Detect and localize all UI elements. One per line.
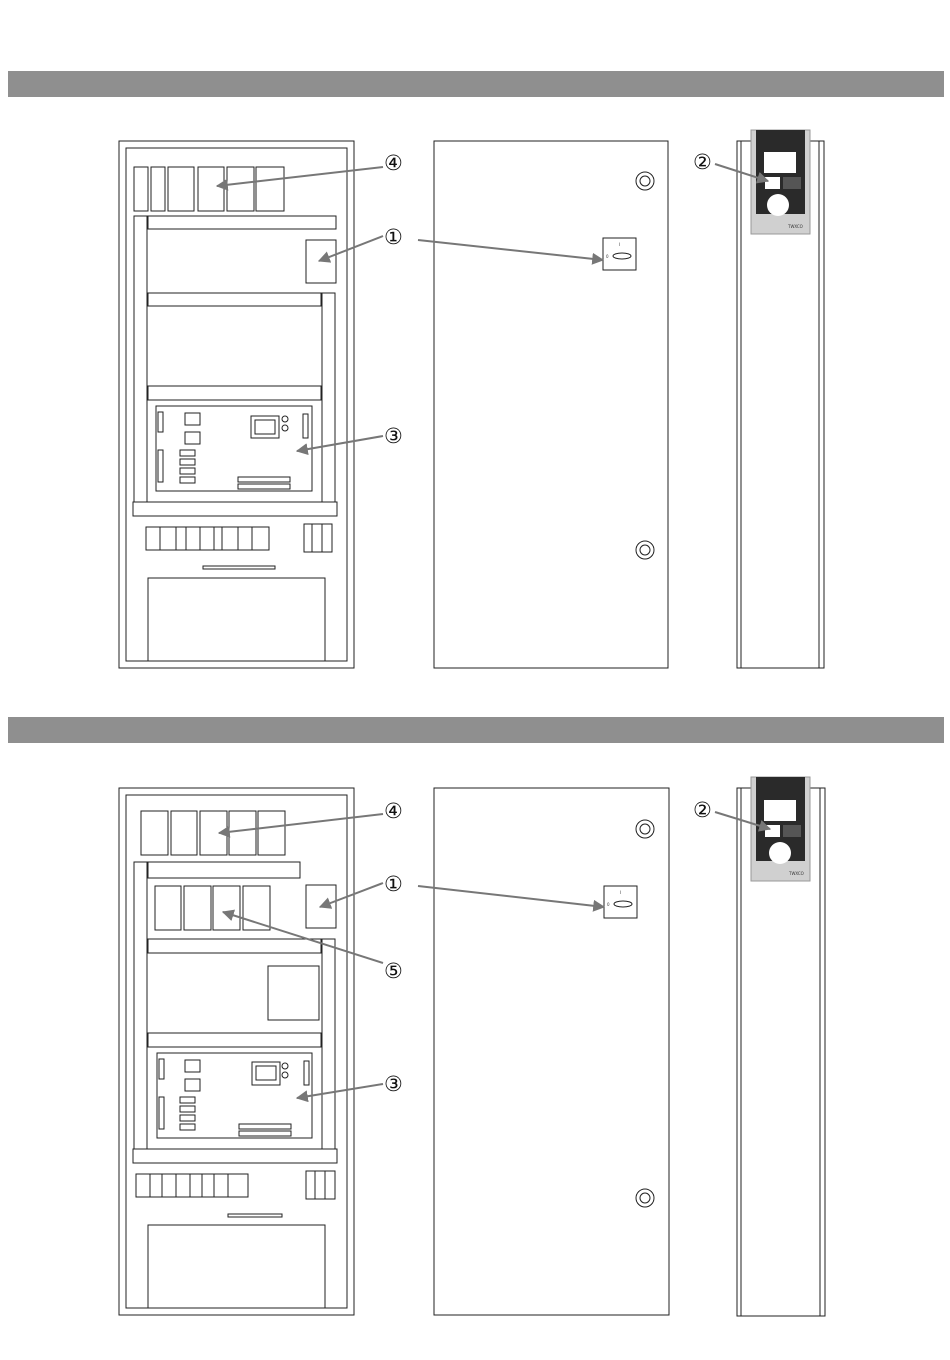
- section-1: I 0 TWXCO ④ ① ③ ②: [119, 130, 824, 668]
- callout-arrows-1: [217, 164, 768, 451]
- callout-5-s2: ⑤: [384, 959, 403, 983]
- callout-3-s2: ③: [384, 1072, 403, 1096]
- cabinet-side-2: [737, 777, 825, 1316]
- callout-4-s1: ④: [384, 151, 403, 175]
- cabinet-side-1: [737, 130, 824, 668]
- callout-arrows-2: [219, 812, 770, 1098]
- cabinet-door-1: [434, 141, 668, 668]
- switch-on-label-2: I: [620, 890, 621, 895]
- callout-3-s1: ③: [384, 424, 403, 448]
- section-2: I 0 TWXCO ④ ① ⑤ ③ ②: [119, 777, 825, 1316]
- switch-on-label-1: I: [619, 242, 620, 247]
- display-screen-2: [764, 800, 796, 821]
- cabinet-door-2: [434, 788, 669, 1315]
- callout-2-s1: ②: [693, 150, 712, 174]
- switch-off-label-2: 0: [607, 902, 610, 907]
- brand-label-2: TWXCO: [788, 871, 804, 876]
- callout-4-s2: ④: [384, 799, 403, 823]
- brand-label-1: TWXCO: [787, 224, 803, 229]
- cabinet-interior-1: [119, 141, 354, 668]
- cabinet-interior-2: [119, 788, 354, 1315]
- display-screen-1: [764, 152, 796, 173]
- callout-1-s2: ①: [384, 872, 403, 896]
- switch-off-label-1: 0: [606, 254, 609, 259]
- callout-1-s1: ①: [384, 225, 403, 249]
- callout-2-s2: ②: [693, 798, 712, 822]
